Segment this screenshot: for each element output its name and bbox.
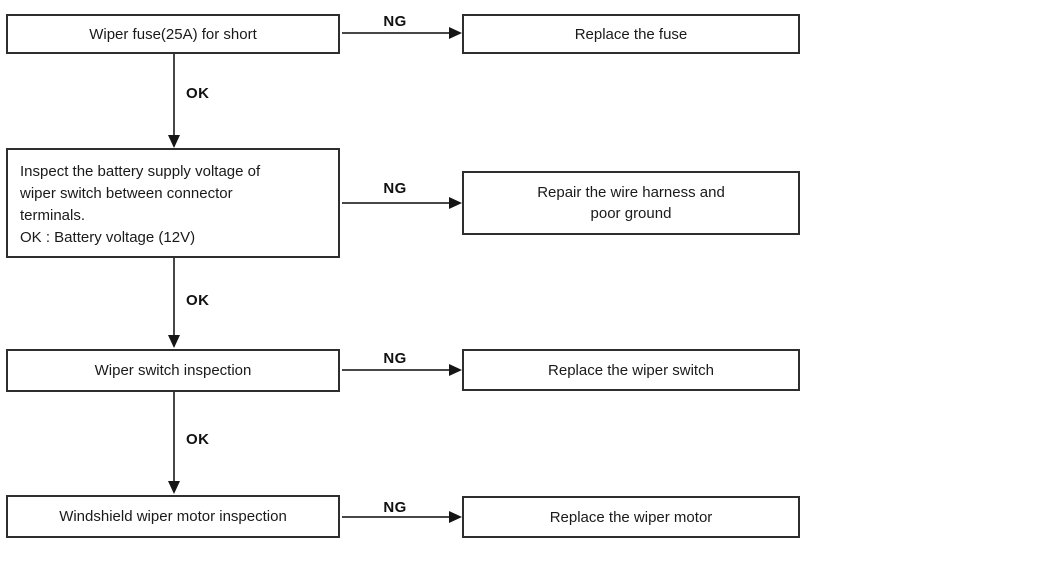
replace-fuse-action-box: Replace the fuse [462,14,800,54]
ng-connector-line-1 [342,32,450,34]
ng-connector-line-2 [342,202,450,204]
wiper-fuse-check-box: Wiper fuse(25A) for short [6,14,340,54]
ok-connector-line-2 [173,258,175,336]
ng-connector-line-4 [342,516,450,518]
down-arrowhead-icon [168,135,180,148]
ng-label-1: NG [383,13,407,30]
ok-label-3: OK [186,431,210,448]
right-arrowhead-icon [449,364,462,376]
ok-label-2: OK [186,292,210,309]
wiper-motor-check-box: Windshield wiper motor inspection [6,495,340,538]
wiper-switch-check-box: Wiper switch inspection [6,349,340,392]
ng-label-3: NG [383,350,407,367]
right-arrowhead-icon [449,27,462,39]
ng-connector-line-3 [342,369,450,371]
right-arrowhead-icon [449,197,462,209]
ng-label-2: NG [383,180,407,197]
replace-switch-action-box: Replace the wiper switch [462,349,800,391]
ok-connector-line-1 [173,54,175,136]
repair-harness-action-box: Repair the wire harness and poor ground [462,171,800,235]
right-arrowhead-icon [449,511,462,523]
ok-label-1: OK [186,85,210,102]
battery-voltage-check-box: Inspect the battery supply voltage of wi… [6,148,340,258]
ok-connector-line-3 [173,392,175,482]
down-arrowhead-icon [168,335,180,348]
replace-motor-action-box: Replace the wiper motor [462,496,800,538]
ng-label-4: NG [383,499,407,516]
down-arrowhead-icon [168,481,180,494]
